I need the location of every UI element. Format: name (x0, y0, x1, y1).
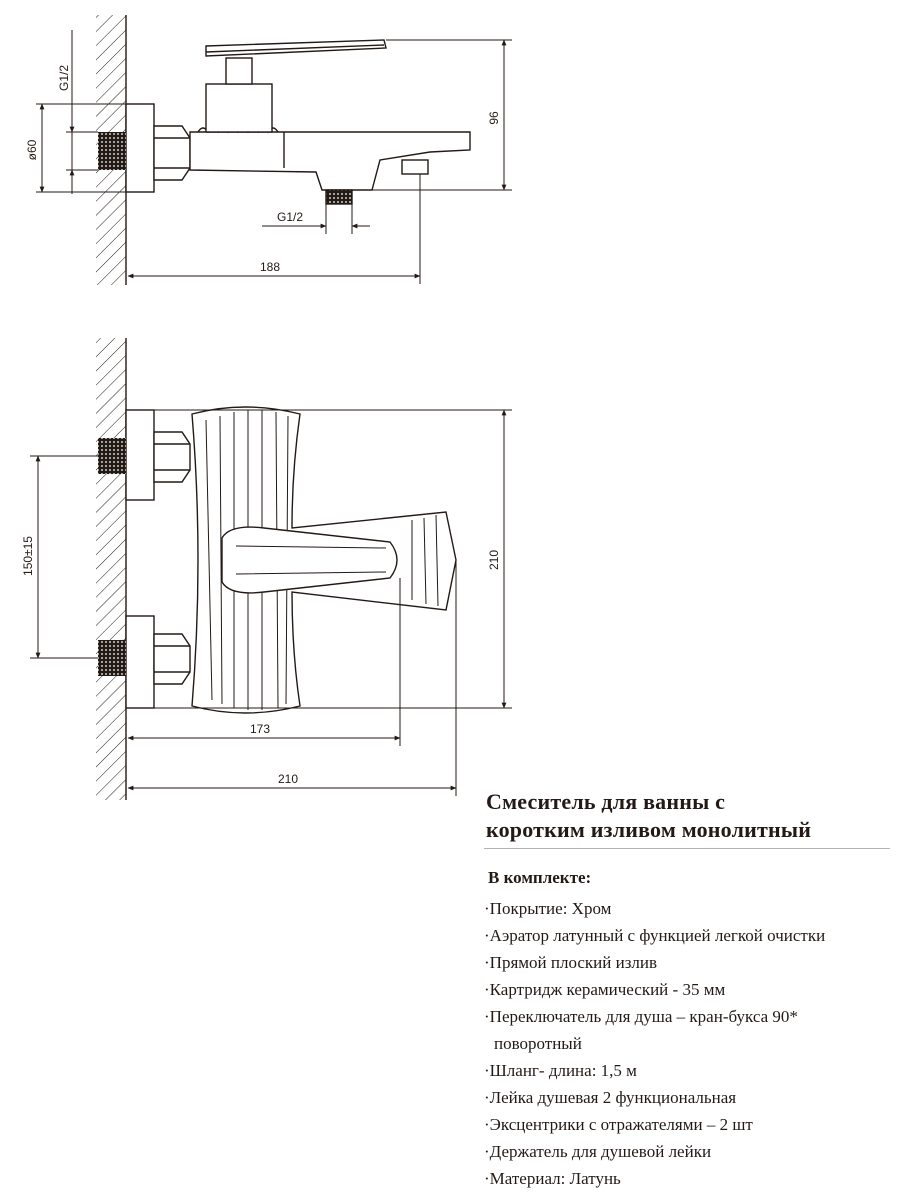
kit-list: ·Покрытие: Хром ·Аэратор латунный с функ… (484, 895, 825, 1192)
handle-top (221, 526, 398, 594)
hex-nut-lower (153, 633, 191, 685)
reflector-side (125, 103, 155, 193)
technical-drawing: G1/2 ø60 96 G1/2 188 150±15 210 173 210 (21, 15, 512, 800)
reflector-upper (125, 409, 155, 501)
top-view (30, 338, 512, 800)
product-title-line2: коротким изливом монолитный (486, 817, 812, 842)
product-title: Смеситель для ванны с коротким изливом м… (486, 788, 886, 844)
hex-nut-side (153, 125, 191, 181)
list-item: ·Аэратор латунный с функцией легкой очис… (484, 926, 826, 945)
product-title-line1: Смеситель для ванны с (486, 789, 726, 814)
list-item: ·Покрытие: Хром (484, 899, 612, 918)
list-item: ·Материал: Латунь (484, 1169, 621, 1188)
dim-diameter: ø60 (25, 139, 39, 160)
wall-hatch-bottom (96, 338, 126, 800)
list-item: ·Картридж керамический - 35 мм (484, 980, 726, 999)
dim-width-173: 173 (250, 722, 270, 736)
kit-heading: В комплекте: (488, 868, 592, 887)
dim-spacing: 150±15 (21, 536, 35, 576)
title-divider (484, 848, 890, 849)
dim-width-210: 210 (278, 772, 298, 786)
list-item: поворотный (494, 1034, 582, 1053)
list-item: ·Шланг- длина: 1,5 м (484, 1061, 637, 1080)
hex-nut-upper (153, 431, 191, 483)
wall-thread-top (98, 132, 126, 170)
mixer-body-side (189, 131, 471, 191)
dim-thread-top: G1/2 (57, 65, 71, 91)
bottom-thread (325, 189, 353, 205)
list-item: ·Лейка душевая 2 функциональная (484, 1088, 737, 1107)
side-view (36, 15, 512, 285)
dim-height-96: 96 (487, 111, 501, 125)
reflector-lower (125, 615, 155, 709)
dim-width-188: 188 (260, 260, 280, 274)
cartridge-housing (205, 83, 273, 133)
list-item: ·Держатель для душевой лейки (484, 1142, 712, 1161)
dim-thread-bottom: G1/2 (277, 210, 303, 224)
dim-depth-210: 210 (487, 550, 501, 570)
list-item: ·Эксцентрики с отражателями – 2 шт (484, 1115, 753, 1134)
list-item: ·Переключатель для душа – кран-букса 90* (484, 1007, 798, 1026)
list-item: ·Прямой плоский излив (484, 953, 658, 972)
